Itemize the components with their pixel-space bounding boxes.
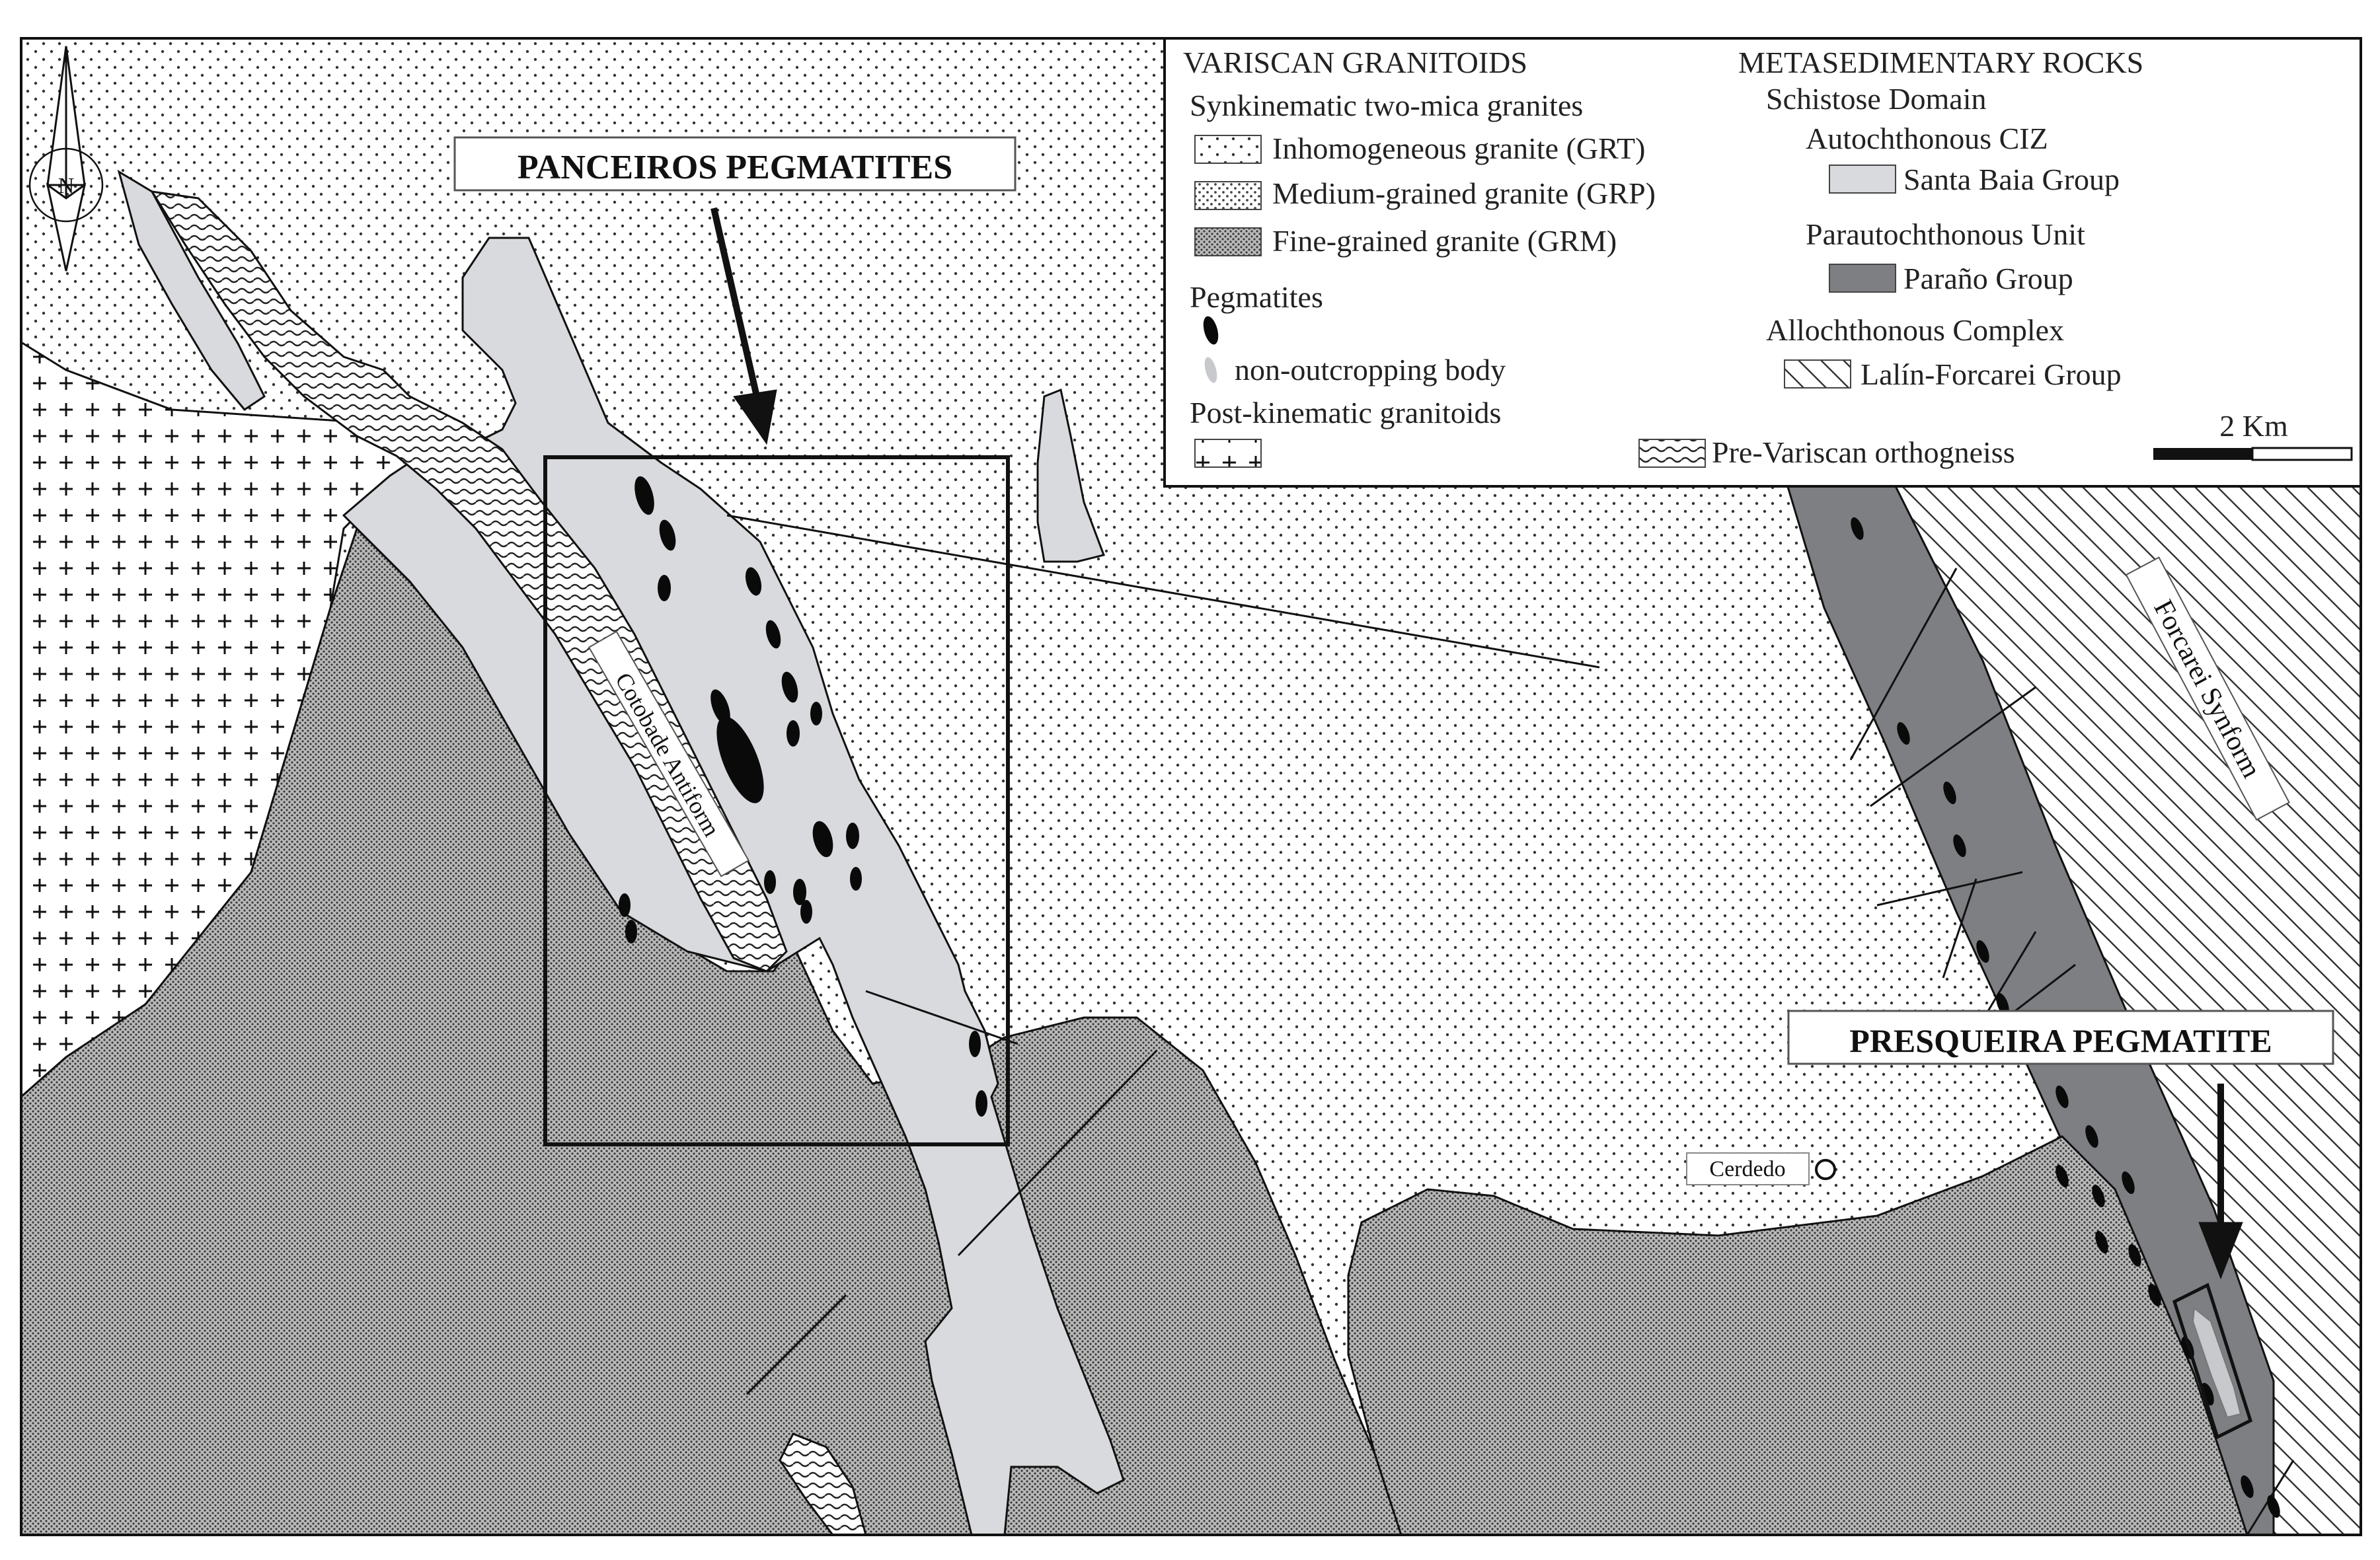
legend-orthogneiss-label: Pre-Variscan orthogneiss: [1712, 435, 2015, 469]
legend-allochthonous: Allochthonous Complex: [1766, 313, 2064, 347]
legend-metasedimentary-heading: METASEDIMENTARY ROCKS: [1738, 46, 2143, 79]
legend-post-kinematic-swatch: [1194, 439, 1262, 468]
legend-grm-swatch: [1194, 227, 1262, 256]
legend-santa-baia-label: Santa Baia Group: [1903, 163, 2120, 196]
fault-lines: [726, 514, 2295, 1536]
non-outcropping-body: [2192, 1307, 2242, 1419]
callout-arrows: [710, 207, 2243, 1280]
legend-box: [1163, 37, 2362, 488]
legend-non-outcropping-label: non-outcropping body: [1235, 353, 1506, 387]
legend-grp-swatch: [1194, 181, 1262, 210]
legend-parautochthonous: Parautochthonous Unit: [1806, 217, 2085, 251]
legend-non-outcropping-icon: [1204, 357, 1217, 383]
pegmatite-bodies-panceiros: [619, 476, 987, 1117]
orthogneiss-band: [150, 190, 788, 973]
panceiros-detail-frame: [543, 455, 1010, 1146]
town-label-box: [1686, 1152, 1810, 1185]
legend-lalin-swatch: [1784, 359, 1851, 389]
legend-orthogneiss-swatch: [1638, 439, 1706, 468]
scale-bar: [2153, 447, 2353, 461]
town-label: Cerdedo: [1709, 1157, 1785, 1181]
legend: VARISCAN GRANITOIDS Synkinematic two-mic…: [1163, 37, 2362, 488]
legend-parano-label: Paraño Group: [1903, 262, 2073, 295]
legend-santa-baia-swatch: [1829, 165, 1896, 194]
panceiros-callout: PANCEIROS PEGMATITES: [518, 149, 952, 186]
north-label: N: [58, 174, 75, 198]
pegmatite-bodies-parano: [1851, 517, 2280, 1518]
legend-pegmatites-heading: Pegmatites: [1190, 280, 1323, 314]
santa-baia-sliver: [1036, 388, 1105, 563]
legend-granitoids-subheading: Synkinematic two-mica granites: [1190, 89, 1583, 122]
presqueira-detail-frame: [2172, 1282, 2253, 1440]
grm-area-east: [1347, 1135, 2249, 1536]
grm-area-west: [20, 527, 1403, 1536]
legend-lalin-label: Lalín-Forcarei Group: [1861, 357, 2122, 391]
presqueira-callout-box: [1787, 1010, 2334, 1065]
legend-pegmatite-icon: [1203, 316, 1219, 345]
legend-grm-label: Fine-grained granite (GRM): [1272, 224, 1617, 258]
legend-post-kinematic-label: Post-kinematic granitoids: [1190, 396, 1501, 429]
legend-parano-swatch: [1829, 264, 1896, 293]
synform-label-box: [2125, 556, 2290, 821]
legend-grt-label: Inhomogeneous granite (GRT): [1272, 131, 1645, 165]
legend-grp-label: Medium-grained granite (GRP): [1272, 176, 1656, 210]
santa-baia-tongue: [117, 169, 266, 411]
legend-grt-swatch: [1194, 135, 1262, 164]
legend-schistose: Schistose Domain: [1766, 82, 1986, 116]
antiform-label-box: [588, 630, 750, 877]
legend-autochthonous: Autochthonous CIZ: [1806, 122, 2048, 155]
north-arrow-icon: [28, 46, 104, 272]
panceiros-callout-box: [453, 136, 1017, 192]
legend-granitoids-heading: VARISCAN GRANITOIDS: [1183, 46, 1527, 79]
town-marker-icon: [1815, 1159, 1836, 1180]
presqueira-callout: PRESQUEIRA PEGMATITE: [1849, 1022, 2272, 1059]
scale-label: 2 Km: [2219, 409, 2288, 443]
